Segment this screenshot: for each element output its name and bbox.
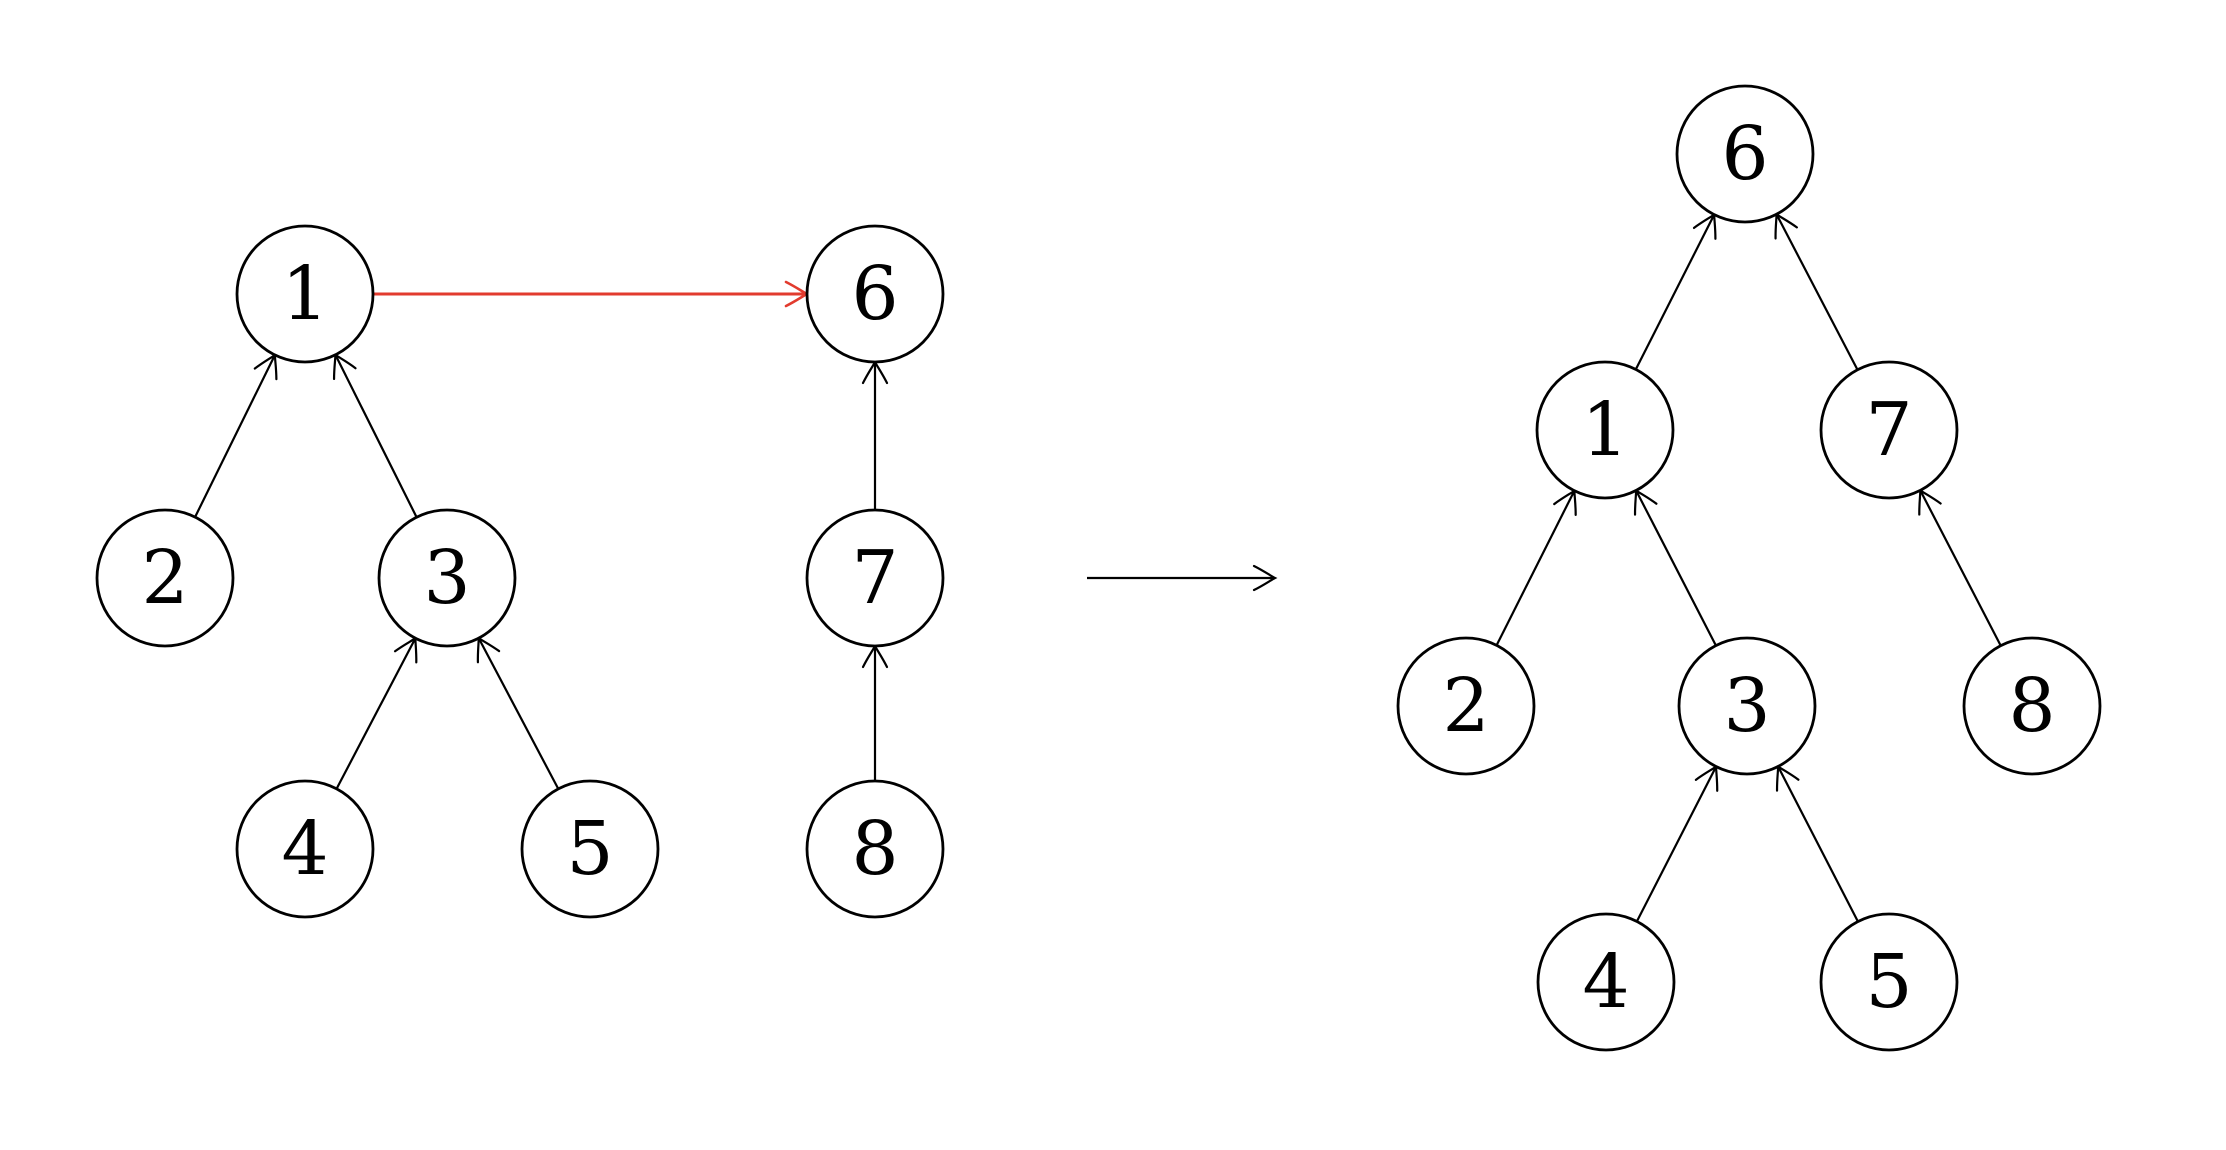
- after-node-circle-4: [1536, 912, 1676, 1052]
- after-tree-node-7: 7: [1819, 360, 1959, 500]
- before-node-circle-5: [520, 779, 660, 919]
- before-node-label-2: 2: [141, 535, 188, 621]
- before-edge-5-to-3: [476, 635, 560, 790]
- after-tree-node-5: 5: [1819, 912, 1959, 1052]
- after-edge-2-to-1: [1495, 488, 1577, 646]
- before-edge-2-to-1: [194, 352, 278, 518]
- after-tree-node-8: 8: [1962, 636, 2102, 776]
- after-edge-5-to-3: [1775, 764, 1859, 923]
- before-node-circle-6: [805, 224, 945, 364]
- after-node-label-1: 1: [1581, 387, 1628, 473]
- after-node-circle-8: [1962, 636, 2102, 776]
- after-node-label-5: 5: [1865, 939, 1912, 1025]
- before-node-circle-1: [235, 224, 375, 364]
- before-node-circle-7: [805, 508, 945, 648]
- after-node-label-6: 6: [1721, 111, 1768, 197]
- before-node-circle-8: [805, 779, 945, 919]
- before-node-label-4: 4: [281, 806, 328, 892]
- after-tree-node-3: 3: [1677, 636, 1817, 776]
- after-node-label-3: 3: [1723, 663, 1770, 749]
- before-tree-node-4: 4: [235, 779, 375, 919]
- before-tree-node-1: 1: [235, 224, 375, 364]
- after-node-circle-5: [1819, 912, 1959, 1052]
- before-node-label-8: 8: [851, 806, 898, 892]
- before-edge-4-to-3: [335, 636, 418, 790]
- after-edge-1-to-6: [1634, 212, 1717, 370]
- before-node-label-1: 1: [281, 251, 328, 337]
- before-tree-node-7: 7: [805, 508, 945, 648]
- before-tree-node-2: 2: [95, 508, 235, 648]
- before-node-label-7: 7: [851, 535, 898, 621]
- before-tree-node-3: 3: [377, 508, 517, 648]
- after-node-label-8: 8: [2008, 663, 2055, 749]
- before-tree-node-8: 8: [805, 779, 945, 919]
- after-node-circle-1: [1535, 360, 1675, 500]
- before-tree-node-6: 6: [805, 224, 945, 364]
- after-node-label-4: 4: [1582, 939, 1629, 1025]
- after-edge-3-to-1: [1633, 488, 1717, 647]
- before-edge-3-to-1: [332, 352, 418, 518]
- after-node-label-7: 7: [1865, 387, 1912, 473]
- edges-layer: [194, 212, 2002, 923]
- nodes-layer: 1 2 3 4 5 6 7 8 6 1 7 2 3 8 4 5: [95, 84, 2102, 1052]
- before-node-circle-2: [95, 508, 235, 648]
- before-node-label-6: 6: [851, 251, 898, 337]
- after-tree-node-6: 6: [1675, 84, 1815, 224]
- after-node-circle-7: [1819, 360, 1959, 500]
- before-tree-node-5: 5: [520, 779, 660, 919]
- after-tree-node-2: 2: [1396, 636, 1536, 776]
- before-node-label-5: 5: [566, 806, 613, 892]
- after-edge-7-to-6: [1774, 212, 1859, 371]
- after-node-circle-3: [1677, 636, 1817, 776]
- before-node-circle-3: [377, 508, 517, 648]
- before-node-circle-4: [235, 779, 375, 919]
- after-edge-8-to-7: [1918, 488, 2002, 647]
- before-node-label-3: 3: [423, 535, 470, 621]
- after-tree-node-1: 1: [1535, 360, 1675, 500]
- after-node-circle-6: [1675, 84, 1815, 224]
- after-tree-node-4: 4: [1536, 912, 1676, 1052]
- after-edge-4-to-3: [1635, 764, 1719, 922]
- after-node-circle-2: [1396, 636, 1536, 776]
- after-node-label-2: 2: [1442, 663, 1489, 749]
